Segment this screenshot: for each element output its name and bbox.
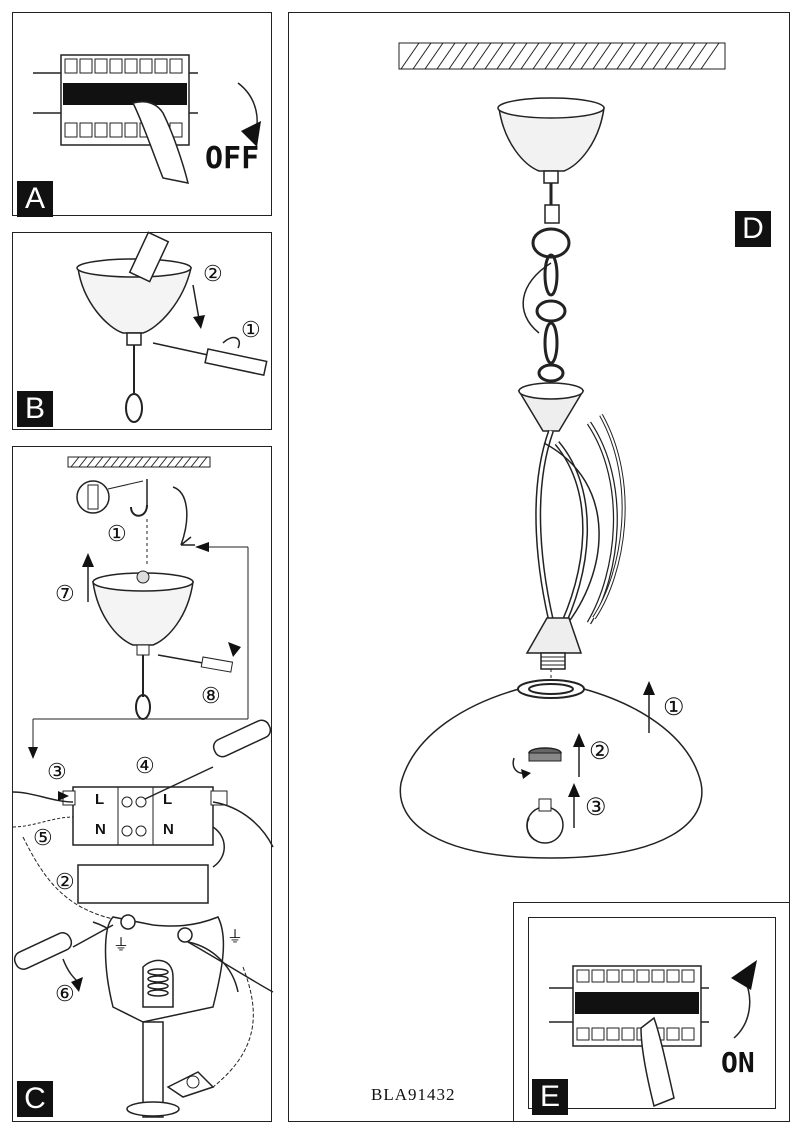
- terminal-n-right: N: [163, 821, 174, 838]
- model-code: BLA91432: [371, 1085, 456, 1104]
- step-4-marker: ④: [135, 753, 155, 778]
- step-1-marker: ①: [663, 694, 685, 721]
- off-label: OFF: [205, 141, 260, 176]
- step-7-marker: ⑦: [55, 581, 75, 606]
- panel-a: OFF A: [12, 12, 272, 217]
- step-5-marker: ⑤: [33, 825, 53, 850]
- panel-d-badge: D: [735, 211, 771, 247]
- panel-c-badge: C: [17, 1081, 53, 1117]
- step-6-marker: ⑥: [55, 981, 75, 1006]
- terminal-l-right: L: [163, 791, 173, 808]
- step-3-marker: ③: [47, 759, 67, 784]
- step-1-marker: ①: [107, 521, 127, 546]
- ground-symbol-left: ⏚: [113, 937, 130, 954]
- step-3-marker: ③: [585, 794, 607, 821]
- terminal-n-left: N: [95, 821, 106, 838]
- panel-c: ① ⑦ ⑧ ③ ④ ⑤ ② ⑥ L N L N ⏚ ⏚ C: [12, 446, 274, 1122]
- canopy-screw-illustration: [76, 231, 268, 423]
- panel-b: ② ① B: [12, 231, 272, 430]
- step-2-marker: ②: [589, 738, 611, 765]
- ground-symbol-right: ⏚: [227, 929, 244, 946]
- on-label: ON: [721, 1046, 755, 1079]
- step-2-marker: ②: [55, 869, 75, 894]
- terminal-l-left: L: [95, 791, 105, 808]
- step-2-marker: ②: [203, 261, 223, 286]
- panel-e-frame: ON: [528, 917, 776, 1109]
- wiring-illustration: [12, 456, 274, 1118]
- panel-b-badge: B: [17, 391, 53, 427]
- step-8-marker: ⑧: [201, 683, 221, 708]
- breaker-illustration-on: [549, 960, 757, 1108]
- panel-e-badge: E: [532, 1079, 568, 1115]
- pendant-assembly-illustration: [398, 42, 726, 859]
- step-1-marker: ①: [241, 317, 261, 342]
- panel-e: ON E: [513, 902, 790, 1122]
- breaker-illustration-off: [33, 54, 261, 184]
- panel-a-badge: A: [17, 181, 53, 217]
